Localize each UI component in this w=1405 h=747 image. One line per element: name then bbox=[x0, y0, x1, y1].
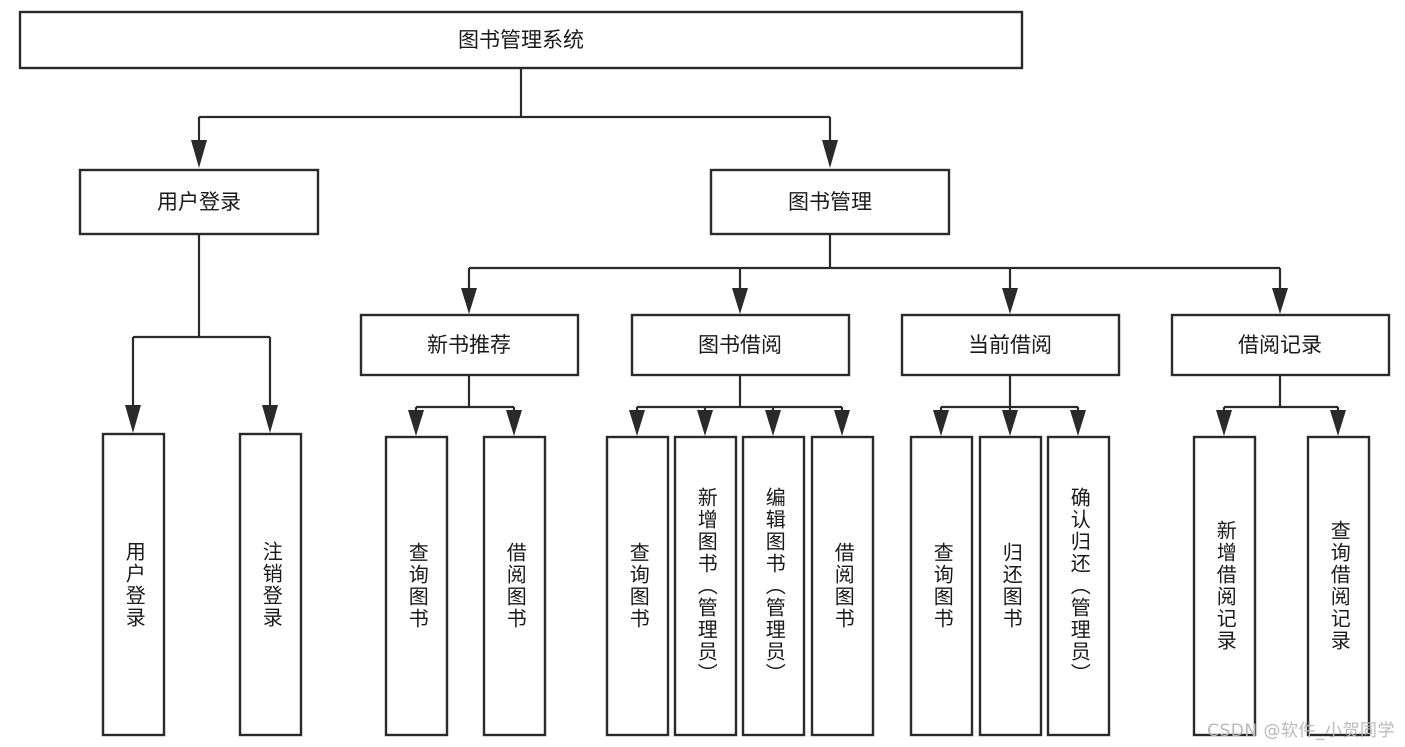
leaf-box-add-borrow-record[interactable] bbox=[1192, 435, 1257, 737]
arrow-head-borrow-record bbox=[1272, 288, 1288, 314]
arrow-head-bookborrow-leaf-3 bbox=[765, 410, 781, 436]
arrow-head-leaf-user-login bbox=[125, 405, 141, 433]
node-user-login-label: 用户登录 bbox=[157, 190, 241, 214]
arrow-head-current-borrow bbox=[1002, 288, 1018, 314]
leaf-box-borrow-book-newbook[interactable] bbox=[482, 435, 547, 737]
arrow-head-borrowrecord-leaf-1 bbox=[1216, 410, 1232, 436]
node-book-borrow-label: 图书借阅 bbox=[698, 333, 782, 357]
node-book-management[interactable] bbox=[709, 168, 951, 236]
arrow-head-new-book bbox=[461, 288, 477, 314]
arrow-head-currentborrow-leaf-3 bbox=[1070, 410, 1086, 436]
leaf-box-query-book-borrow[interactable] bbox=[605, 435, 670, 737]
node-new-book-recommend-label: 新书推荐 bbox=[427, 333, 511, 357]
leaf-box-confirm-return-admin[interactable] bbox=[1046, 435, 1111, 737]
arrow-head-user-login bbox=[191, 140, 207, 168]
node-root-book-management-system[interactable] bbox=[18, 10, 1024, 70]
arrow-head-bookborrow-leaf-2 bbox=[697, 410, 713, 436]
csdn-watermark: CSDN @软件_小贺同学 bbox=[1207, 721, 1395, 741]
arrow-head-leaf-logout bbox=[262, 405, 278, 433]
node-boxes: 图书管理系统 用户登录 图书管理 新书推荐 图书借阅 当前借阅 借阅记录 bbox=[18, 10, 1391, 737]
arrow-head-newbook-leaf-2 bbox=[506, 410, 522, 436]
node-borrow-record[interactable] bbox=[1170, 313, 1391, 377]
node-current-borrow-label: 当前借阅 bbox=[968, 333, 1052, 357]
node-borrow-record-label: 借阅记录 bbox=[1238, 333, 1322, 357]
arrow-head-currentborrow-leaf-2 bbox=[1002, 410, 1018, 436]
node-book-borrow[interactable] bbox=[630, 313, 851, 377]
arrow-head-bookborrow-leaf-4 bbox=[834, 410, 850, 436]
node-current-borrow[interactable] bbox=[900, 313, 1121, 377]
leaf-box-query-book-newbook[interactable] bbox=[384, 435, 449, 737]
node-new-book-recommend[interactable] bbox=[359, 313, 580, 377]
node-root-label: 图书管理系统 bbox=[458, 28, 584, 52]
connectors bbox=[125, 68, 1346, 436]
node-book-management-label: 图书管理 bbox=[788, 190, 872, 214]
leaf-box-add-book-admin[interactable] bbox=[673, 435, 738, 737]
arrow-head-book-borrow bbox=[732, 288, 748, 314]
leaf-box-borrow-book[interactable] bbox=[810, 435, 875, 737]
arrow-head-book-manage bbox=[822, 140, 838, 168]
arrow-head-bookborrow-leaf-1 bbox=[629, 410, 645, 436]
leaf-box-logout[interactable] bbox=[238, 432, 303, 737]
arrow-head-borrowrecord-leaf-2 bbox=[1330, 410, 1346, 436]
arrow-head-currentborrow-leaf-1 bbox=[933, 410, 949, 436]
leaf-box-return-book[interactable] bbox=[978, 435, 1043, 737]
leaf-box-query-borrow-record[interactable] bbox=[1306, 435, 1371, 737]
leaf-box-query-book-current[interactable] bbox=[909, 435, 974, 737]
leaf-box-edit-book-admin[interactable] bbox=[741, 435, 806, 737]
arrow-head-newbook-leaf-1 bbox=[408, 410, 424, 436]
node-user-login[interactable] bbox=[78, 168, 320, 236]
leaf-box-user-login[interactable] bbox=[101, 432, 166, 737]
